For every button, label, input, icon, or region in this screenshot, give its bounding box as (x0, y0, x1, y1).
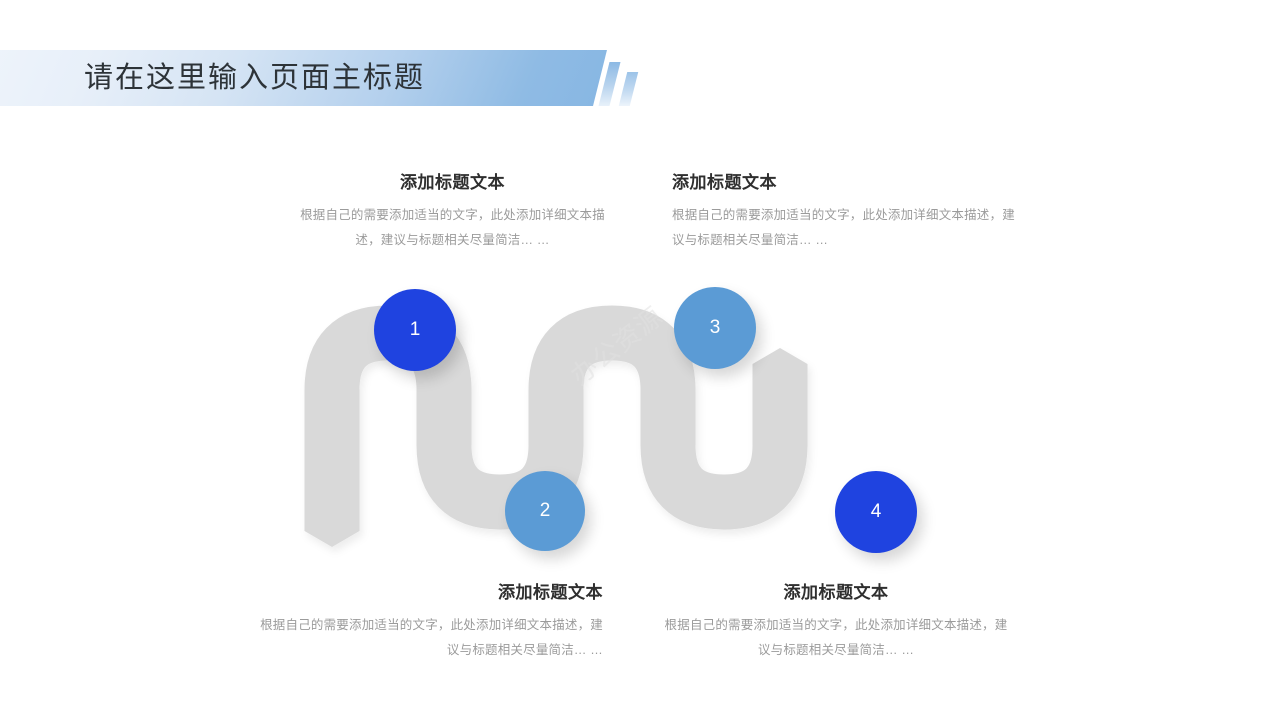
title-banner: 请在这里输入页面主标题 (0, 50, 612, 106)
step-text-block-2: 添加标题文本 根据自己的需要添加适当的文字，此处添加详细文本描述，建议与标题相关… (255, 578, 603, 663)
step-circle-4[interactable]: 4 (835, 471, 917, 553)
step-circle-3[interactable]: 3 (674, 287, 756, 369)
banner-accent-bar-icon (618, 72, 639, 106)
step-body-2: 根据自己的需要添加适当的文字，此处添加详细文本描述，建议与标题相关尽量简洁… … (260, 618, 603, 657)
step-number-label: 1 (409, 319, 421, 340)
step-title-1: 添加标题文本 (400, 173, 505, 192)
step-number-label: 2 (539, 500, 551, 521)
step-circle-2[interactable]: 2 (505, 471, 585, 551)
step-body-4: 根据自己的需要添加适当的文字，此处添加详细文本描述，建议与标题相关尽量简洁… … (664, 618, 1008, 657)
step-body-3: 根据自己的需要添加适当的文字，此处添加详细文本描述，建议与标题相关尽量简洁… … (672, 208, 1015, 247)
step-title-2: 添加标题文本 (498, 583, 603, 602)
step-body-1: 根据自己的需要添加适当的文字，此处添加详细文本描述，建议与标题相关尽量简洁… … (300, 208, 605, 247)
step-title-4: 添加标题文本 (783, 583, 889, 602)
step-circle-1[interactable]: 1 (374, 289, 456, 371)
step-text-block-3: 添加标题文本 根据自己的需要添加适当的文字，此处添加详细文本描述，建议与标题相关… (672, 168, 1017, 253)
step-number-label: 4 (870, 501, 882, 522)
step-title-3: 添加标题文本 (672, 173, 777, 192)
step-number-label: 3 (709, 317, 721, 338)
step-text-block-1: 添加标题文本 根据自己的需要添加适当的文字，此处添加详细文本描述，建议与标题相关… (290, 168, 615, 253)
step-text-block-4: 添加标题文本 根据自己的需要添加适当的文字，此处添加详细文本描述，建议与标题相关… (662, 578, 1010, 663)
page-title: 请在这里输入页面主标题 (84, 62, 426, 94)
